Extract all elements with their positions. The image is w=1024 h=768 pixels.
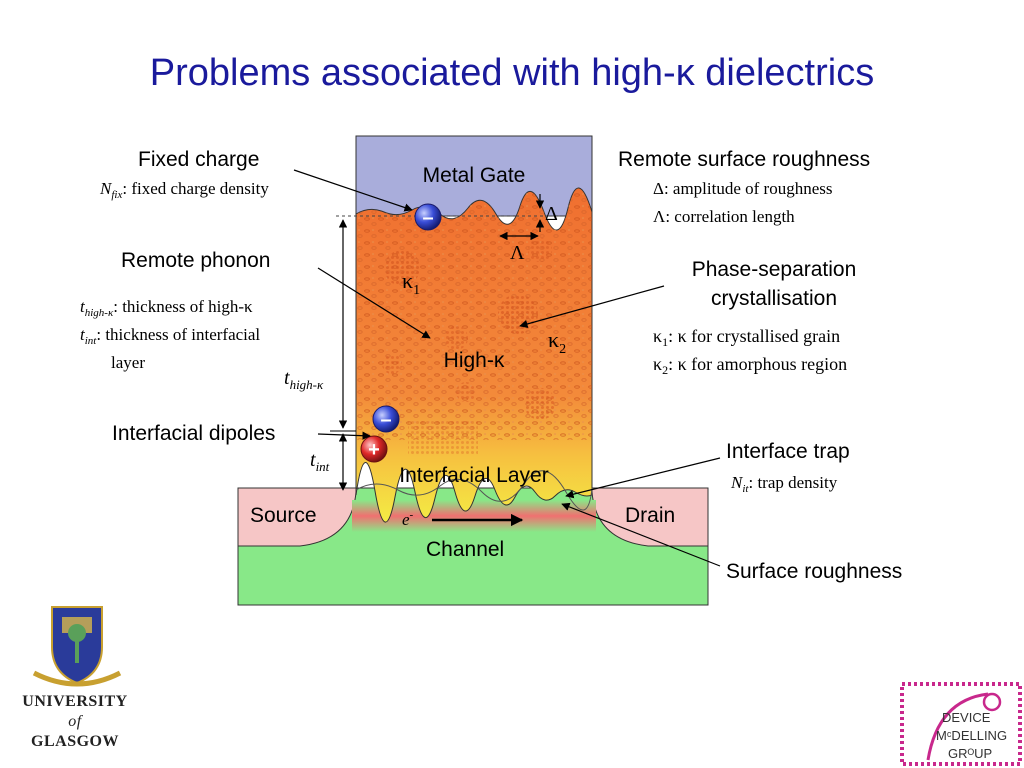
dipoles-pointer [317, 431, 371, 440]
fixed-charge-ball [414, 203, 442, 231]
svg-text:–: – [422, 207, 433, 229]
remote-roughness-heading: Remote surface roughness [618, 148, 870, 171]
delta-desc: Δ: amplitude of roughness [653, 179, 833, 198]
t-int-desc: tint: thickness of interfacial [80, 325, 260, 347]
interfacial-layer-label: Interfacial Layer [399, 464, 548, 487]
channel-label: Channel [426, 538, 504, 561]
grain-kappa2 [498, 294, 538, 334]
phase-separation-heading: Phase-separation [692, 258, 857, 281]
metal-gate-label: Metal Gate [423, 164, 526, 187]
surface-roughness-heading: Surface roughness [726, 560, 902, 583]
phase-separation-pointer [519, 285, 665, 329]
grain-kappa1 [384, 250, 420, 286]
lambda-desc: Λ: correlation length [653, 207, 795, 226]
interface-trap-desc: Nit: trap density [730, 473, 838, 495]
remote-phonon-pointer [317, 267, 431, 339]
device-modelling-group-logo: DEVICE MᶜDELLING GRᴼUP [900, 682, 1022, 766]
fixed-charge-pointer [293, 169, 413, 212]
dmg-line2: MᶜDELLING [936, 728, 1007, 743]
interface-trap-pointer [565, 457, 721, 499]
delta-label: Δ [545, 203, 558, 225]
t-high-k-label: thigh-κ [284, 367, 324, 392]
fixed-charge-desc: Nfix: fixed charge density [99, 179, 269, 201]
dipole-positive-ball [360, 435, 388, 463]
remote-phonon-heading: Remote phonon [121, 249, 270, 272]
high-k-label: High-κ [444, 349, 505, 372]
slide-title: Problems associated with high-κ dielectr… [149, 52, 875, 94]
drain-label: Drain [625, 504, 675, 527]
kappa1-desc: κ1: κ for crystallised grain [653, 326, 840, 349]
kappa1-label: κ1 [402, 268, 420, 298]
dmg-line1: DEVICE [942, 710, 991, 725]
t-int-label: tint [310, 449, 330, 474]
dipole-negative-ball [372, 405, 400, 433]
svg-text:+: + [368, 439, 380, 461]
lambda-label: Λ [510, 242, 525, 264]
interfacial-dipoles-heading: Interfacial dipoles [112, 422, 275, 445]
svg-text:–: – [380, 409, 391, 431]
fixed-charge-heading: Fixed charge [138, 148, 259, 171]
interface-trap-heading: Interface trap [726, 440, 850, 463]
dmg-line3: GRᴼUP [948, 746, 992, 761]
t-high-k-desc: thigh-κ: thickness of high-κ [80, 297, 253, 319]
kappa2-label: κ2 [548, 327, 566, 357]
university-crest-icon [32, 606, 122, 687]
kappa2-desc: κ2: κ for amorphous region [653, 354, 847, 377]
crystallisation-heading: crystallisation [711, 287, 837, 310]
source-label: Source [250, 504, 317, 527]
university-name: UNIVERSITY of GLASGOW [22, 693, 128, 750]
surface-roughness-pointer [561, 502, 721, 567]
electron-label: e- [402, 509, 414, 529]
t-int-desc-line3: layer [111, 353, 145, 372]
